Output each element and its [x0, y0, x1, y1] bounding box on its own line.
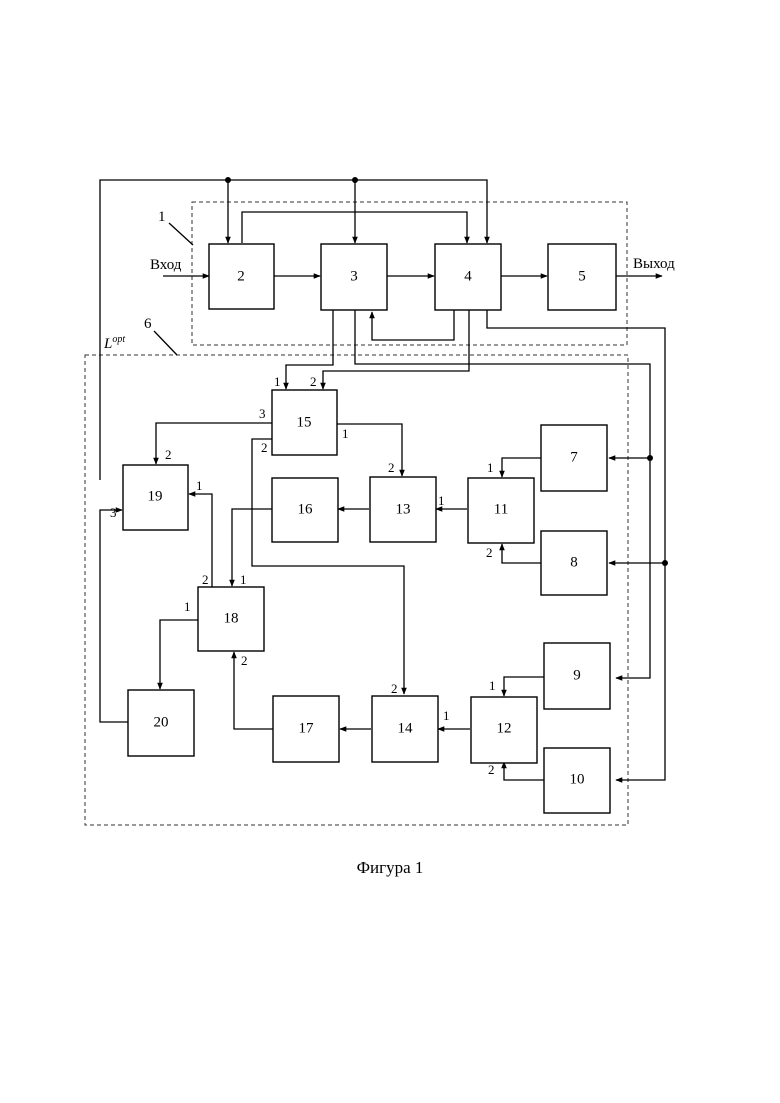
port-label: 2 [241, 653, 248, 668]
svg-text:5: 5 [578, 268, 586, 284]
svg-text:18: 18 [224, 610, 239, 626]
input-label: Вход [150, 257, 182, 273]
port-label: 1 [438, 493, 445, 508]
port-label: 1 [184, 599, 191, 614]
port-label: 1 [342, 426, 349, 441]
lopt-label: Lopt [103, 334, 125, 352]
svg-text:3: 3 [350, 268, 358, 284]
block-12: 12 [471, 697, 537, 763]
svg-text:13: 13 [396, 501, 411, 517]
port-label: 2 [488, 762, 495, 777]
output-label: Выход [633, 256, 675, 272]
group-1-label: 1 [158, 209, 166, 225]
block-3: 3 [321, 244, 387, 310]
svg-text:4: 4 [464, 268, 472, 284]
port-label: 1 [240, 572, 247, 587]
block-2: 2 [209, 244, 274, 309]
port-label: 2 [486, 545, 493, 560]
block-18: 18 [198, 587, 264, 651]
port-label: 2 [310, 374, 317, 389]
svg-text:19: 19 [148, 488, 163, 504]
svg-text:8: 8 [570, 554, 578, 570]
port-label: 2 [391, 681, 398, 696]
group-6-leader [154, 331, 177, 355]
block-14: 14 [372, 696, 438, 762]
port-label: 1 [196, 478, 203, 493]
block-17: 17 [273, 696, 339, 762]
block-11: 11 [468, 478, 534, 543]
group-1-leader [169, 223, 193, 245]
block-10: 10 [544, 748, 610, 813]
port-label: 2 [388, 460, 395, 475]
svg-text:11: 11 [494, 501, 508, 517]
svg-text:17: 17 [299, 720, 315, 736]
svg-text:7: 7 [570, 449, 578, 465]
svg-text:2: 2 [237, 268, 245, 284]
port-label: 3 [110, 505, 117, 520]
port-label: 2 [261, 440, 268, 455]
block-16: 16 [272, 478, 338, 542]
port-label: 1 [487, 460, 494, 475]
port-label: 1 [489, 678, 496, 693]
group-6-label: 6 [144, 316, 152, 332]
port-label: 3 [259, 406, 266, 421]
block-15: 15 [272, 390, 337, 455]
port-label: 1 [443, 708, 450, 723]
svg-text:15: 15 [297, 414, 312, 430]
block-19: 19 [123, 465, 188, 530]
block-9: 9 [544, 643, 610, 709]
block-7: 7 [541, 425, 607, 491]
port-label: 2 [165, 447, 172, 462]
block-8: 8 [541, 531, 607, 595]
block-5: 5 [548, 244, 616, 310]
block-13: 13 [370, 477, 436, 542]
block-4: 4 [435, 244, 501, 310]
svg-text:20: 20 [154, 714, 169, 730]
figure-caption: Фигура 1 [357, 858, 424, 877]
svg-text:16: 16 [298, 501, 314, 517]
svg-text:12: 12 [497, 720, 512, 736]
port-label: 2 [202, 572, 209, 587]
block-20: 20 [128, 690, 194, 756]
svg-text:10: 10 [570, 771, 585, 787]
svg-text:9: 9 [573, 667, 581, 683]
svg-text:14: 14 [398, 720, 414, 736]
port-label: 1 [274, 374, 281, 389]
